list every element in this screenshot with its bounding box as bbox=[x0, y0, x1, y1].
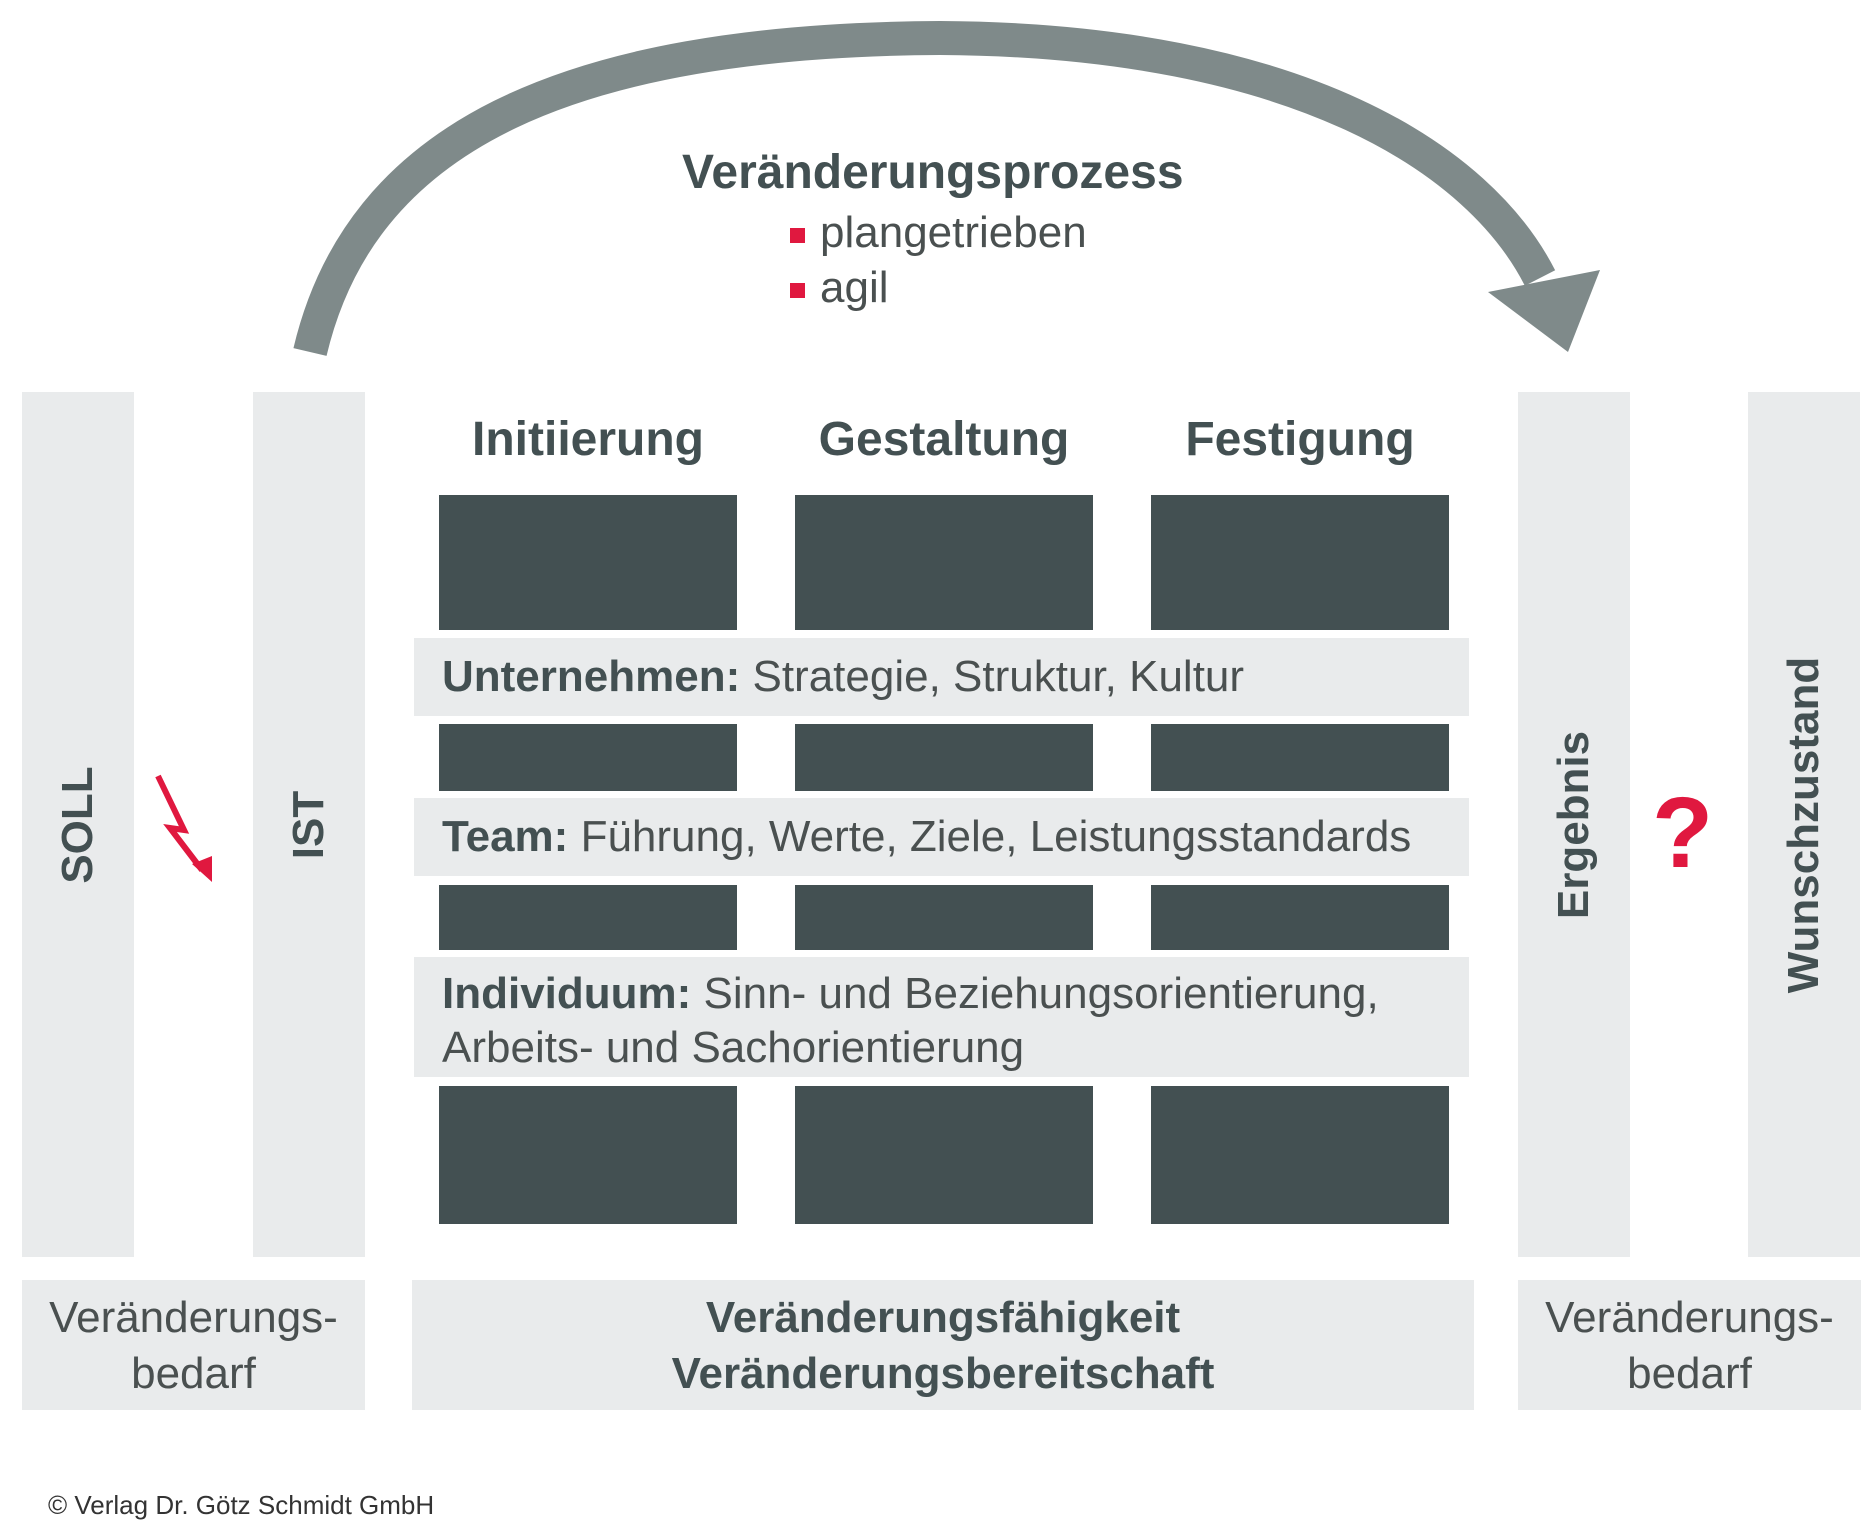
bullet-marker-2 bbox=[790, 283, 805, 298]
block-gestaltung-1 bbox=[795, 495, 1093, 630]
wunschzustand-column: Wunschzustand bbox=[1748, 392, 1860, 1257]
band-unternehmen-text: Strategie, Struktur, Kultur bbox=[752, 652, 1245, 701]
block-festigung-3 bbox=[1151, 885, 1449, 950]
block-initiierung-1 bbox=[439, 495, 737, 630]
ist-label: IST bbox=[284, 790, 333, 859]
process-arrow bbox=[293, 20, 1600, 356]
footer-center-line1: Veränderungsfähigkeit bbox=[705, 1293, 1181, 1342]
band-individuum-text-line2: Arbeits- und Sachorientierung bbox=[442, 1023, 1025, 1072]
process-title: Veränderungsprozess bbox=[682, 146, 1184, 199]
band-individuum: Individuum: Sinn- und Beziehungsorientie… bbox=[414, 957, 1469, 1077]
block-gestaltung-2 bbox=[795, 724, 1093, 791]
process-bullet-1: plangetrieben bbox=[820, 208, 1087, 257]
block-gestaltung-3 bbox=[795, 885, 1093, 950]
block-festigung-1 bbox=[1151, 495, 1449, 630]
ist-column: IST bbox=[253, 392, 365, 1257]
band-team-text: Führung, Werte, Ziele, Leistungsstandard… bbox=[580, 812, 1412, 861]
block-festigung-4 bbox=[1151, 1086, 1449, 1224]
question-mark-icon: ? bbox=[1652, 777, 1714, 889]
soll-label: SOLL bbox=[53, 765, 102, 884]
copyright-text: © Verlag Dr. Götz Schmidt GmbH bbox=[48, 1490, 435, 1520]
footer-left-box: Veränderungs- bedarf bbox=[22, 1280, 365, 1410]
band-unternehmen: Unternehmen: Strategie, Struktur, Kultur bbox=[414, 638, 1469, 716]
footer-left-line1: Veränderungs- bbox=[49, 1293, 338, 1342]
process-bullet-2: agil bbox=[820, 263, 889, 312]
phase-gestaltung: Gestaltung bbox=[818, 413, 1070, 466]
ergebnis-label: Ergebnis bbox=[1549, 730, 1598, 919]
band-team-label: Team: bbox=[442, 812, 569, 861]
footer-right-box: Veränderungs- bedarf bbox=[1518, 1280, 1861, 1410]
band-team: Team: Führung, Werte, Ziele, Leistungsst… bbox=[414, 798, 1469, 876]
ergebnis-column: Ergebnis bbox=[1518, 392, 1630, 1257]
bullet-marker-1 bbox=[790, 228, 805, 243]
phase-festigung: Festigung bbox=[1185, 413, 1415, 466]
lightning-icon bbox=[155, 774, 212, 882]
block-initiierung-2 bbox=[439, 724, 737, 791]
band-individuum-label: Individuum: bbox=[442, 969, 692, 1018]
block-festigung-2 bbox=[1151, 724, 1449, 791]
footer-left-line2: bedarf bbox=[131, 1349, 256, 1398]
phase-initiierung: Initiierung bbox=[472, 413, 704, 466]
block-initiierung-4 bbox=[439, 1086, 737, 1224]
footer-right-line1: Veränderungs- bbox=[1545, 1293, 1834, 1342]
band-individuum-text: Sinn- und Beziehungsorientierung, bbox=[703, 969, 1379, 1018]
block-gestaltung-4 bbox=[795, 1086, 1093, 1224]
footer-right-line2: bedarf bbox=[1627, 1349, 1752, 1398]
wunschzustand-label: Wunschzustand bbox=[1779, 656, 1828, 993]
soll-column: SOLL bbox=[22, 392, 134, 1257]
footer-center-box: Veränderungsfähigkeit Veränderungsbereit… bbox=[412, 1280, 1474, 1410]
block-initiierung-3 bbox=[439, 885, 737, 950]
footer-center-line2: Veränderungsbereitschaft bbox=[671, 1349, 1215, 1398]
band-unternehmen-label: Unternehmen: bbox=[442, 652, 741, 701]
